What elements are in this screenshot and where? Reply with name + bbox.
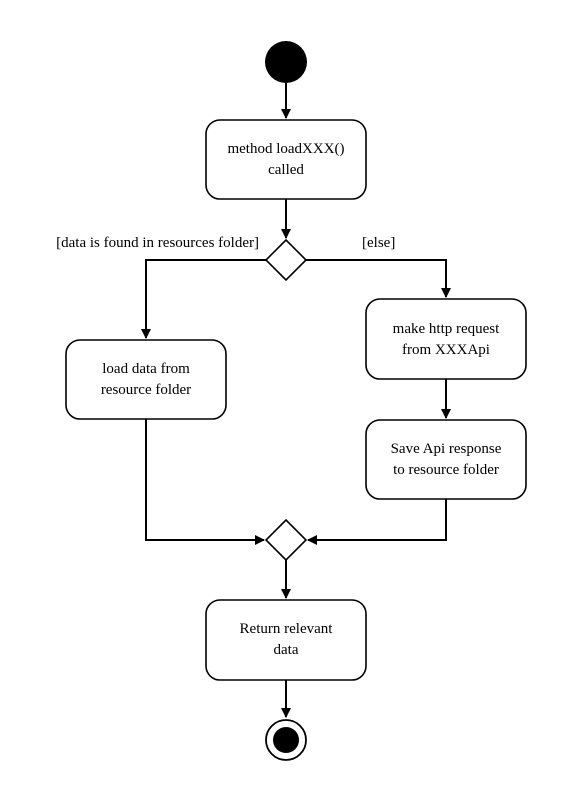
- action-http-request: make http request from XXXApi: [365, 298, 527, 380]
- return-data-line2: data: [274, 642, 299, 658]
- start-node: [265, 41, 307, 83]
- action-load-from-resource: load data from resource folder: [65, 339, 227, 420]
- merge-node: [264, 518, 308, 562]
- edge-decision-to-http: [306, 259, 451, 298]
- guard-else: [else]: [362, 235, 395, 251]
- edge-save-to-merge: [307, 499, 447, 545]
- load-resource-line1: load data from: [102, 361, 190, 377]
- edge-load-to-merge: [145, 419, 265, 545]
- action-return-data: Return relevant data: [205, 599, 367, 681]
- load-resource-line2: resource folder: [101, 382, 191, 398]
- save-response-line2: to resource folder: [393, 462, 499, 478]
- decision-node: [264, 238, 308, 282]
- method-called-line1: method loadXXX(): [227, 141, 344, 157]
- method-called-line2: called: [268, 162, 304, 178]
- action-save-response: Save Api response to resource folder: [365, 419, 527, 500]
- action-method-called: method loadXXX() called: [205, 119, 367, 200]
- http-request-line1: make http request: [393, 321, 500, 337]
- edge-decision-to-load: [141, 259, 266, 339]
- http-request-line2: from XXXApi: [402, 342, 490, 358]
- end-node: [265, 719, 307, 761]
- guard-data-found: [data is found in resources folder]: [56, 235, 259, 251]
- save-response-line1: Save Api response: [391, 441, 502, 457]
- return-data-line1: Return relevant: [240, 621, 334, 637]
